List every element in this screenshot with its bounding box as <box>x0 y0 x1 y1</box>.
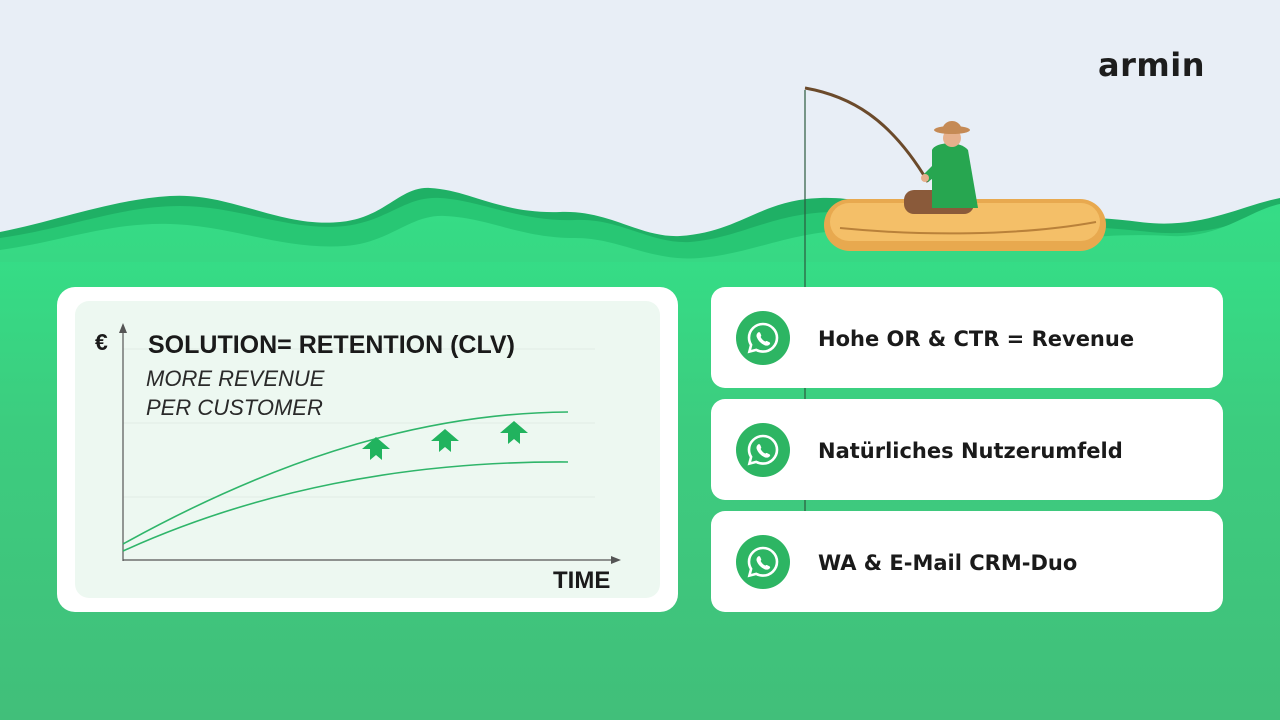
chart-subtitle-line-1: MORE REVENUE <box>146 366 325 391</box>
feature-label-2: Natürliches Nutzerumfeld <box>818 439 1123 463</box>
feature-card-1: Hohe OR & CTR = Revenue <box>711 287 1223 388</box>
feature-label-3: WA & E-Mail CRM-Duo <box>818 551 1078 575</box>
y-axis-arrowhead <box>119 323 127 333</box>
upper-curve <box>122 411 569 545</box>
y-axis-label: € <box>95 329 108 355</box>
lower-curve <box>122 461 569 552</box>
feature-card-3: WA & E-Mail CRM-Duo <box>711 511 1223 612</box>
boat-illustration <box>824 199 1106 251</box>
chart-panel: € SOLUTION= RETENTION (CLV) MORE REVENUE… <box>75 301 660 598</box>
clv-chart <box>119 323 621 564</box>
feature-card-2: Natürliches Nutzerumfeld <box>711 399 1223 500</box>
fishing-rod <box>804 86 930 183</box>
x-axis-arrowhead <box>611 556 621 564</box>
fisherman-illustration <box>904 121 978 214</box>
whatsapp-icon <box>736 423 790 477</box>
x-axis-label: TIME <box>553 567 611 594</box>
chart-title: SOLUTION= RETENTION (CLV) <box>148 331 515 359</box>
chart-subtitle: MORE REVENUE PER CUSTOMER <box>146 364 324 422</box>
feature-label-1: Hohe OR & CTR = Revenue <box>818 327 1135 351</box>
armin-logo: armin <box>1098 46 1205 84</box>
chart-card: € SOLUTION= RETENTION (CLV) MORE REVENUE… <box>57 287 678 612</box>
growth-arrow-2 <box>431 429 459 452</box>
whatsapp-icon <box>736 311 790 365</box>
growth-arrow-1 <box>362 437 390 460</box>
chart-subtitle-line-2: PER CUSTOMER <box>146 395 323 420</box>
whatsapp-icon <box>736 535 790 589</box>
growth-arrow-3 <box>500 421 528 444</box>
